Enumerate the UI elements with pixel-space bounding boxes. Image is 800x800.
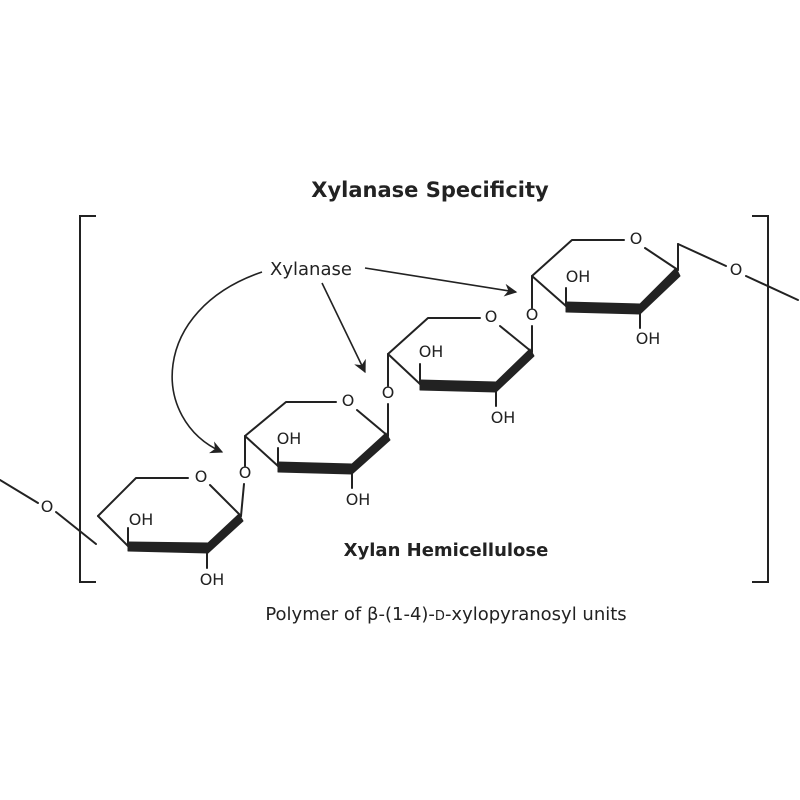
hydroxyl-c3: OH [277, 429, 302, 448]
polymer-label: Xylan Hemicellulose [344, 540, 549, 561]
caption-small-caps: D [435, 609, 445, 624]
caption-suffix: -xylopyranosyl units [445, 604, 627, 625]
glycosidic-oxygen-2: O [382, 383, 395, 402]
xylopyranose-ring-2: O OH OH [244, 391, 391, 509]
xylopyranose-ring-4: O OH OH [531, 229, 681, 348]
hydroxyl-c3: OH [419, 342, 444, 361]
xylopyranose-ring-3: O OH OH [387, 307, 535, 427]
right-bracket [752, 215, 769, 583]
hydroxyl-c2: OH [491, 408, 516, 427]
hydroxyl-c2: OH [636, 329, 661, 348]
terminal-linkage-oxygen-left: O [41, 497, 54, 516]
chain-end-bond-right [745, 275, 799, 301]
hydroxyl-c3: OH [566, 267, 591, 286]
hydroxyl-c3: OH [129, 510, 154, 529]
caption: Polymer of β-(1-4)-D-xylopyranosyl units [265, 604, 626, 625]
cleavage-arrow-1 [171, 271, 263, 454]
linkage-bond [240, 483, 245, 517]
xylopyranose-ring-1: O OH OH [97, 467, 244, 589]
glycosidic-oxygen-3: O [526, 305, 539, 324]
cleavage-arrow-3 [364, 267, 518, 297]
chain-end-bond-left [0, 479, 39, 504]
left-bracket [79, 215, 96, 583]
glycosidic-oxygen-1: O [239, 463, 252, 482]
ring-oxygen: O [485, 307, 498, 326]
cleavage-arrow-2 [321, 282, 366, 374]
linkage-bond [55, 511, 97, 545]
hydroxyl-c2: OH [200, 570, 225, 589]
ring-oxygen: O [342, 391, 355, 410]
caption-prefix: Polymer of β-(1-4)- [265, 604, 435, 625]
terminal-linkage-oxygen-right: O [730, 260, 743, 279]
ring-oxygen: O [195, 467, 208, 486]
xylanase-label: Xylanase [270, 259, 352, 280]
hydroxyl-c2: OH [346, 490, 371, 509]
ring-oxygen: O [630, 229, 643, 248]
linkage-bond [677, 243, 727, 267]
diagram-title: Xylanase Specificity [311, 178, 549, 202]
